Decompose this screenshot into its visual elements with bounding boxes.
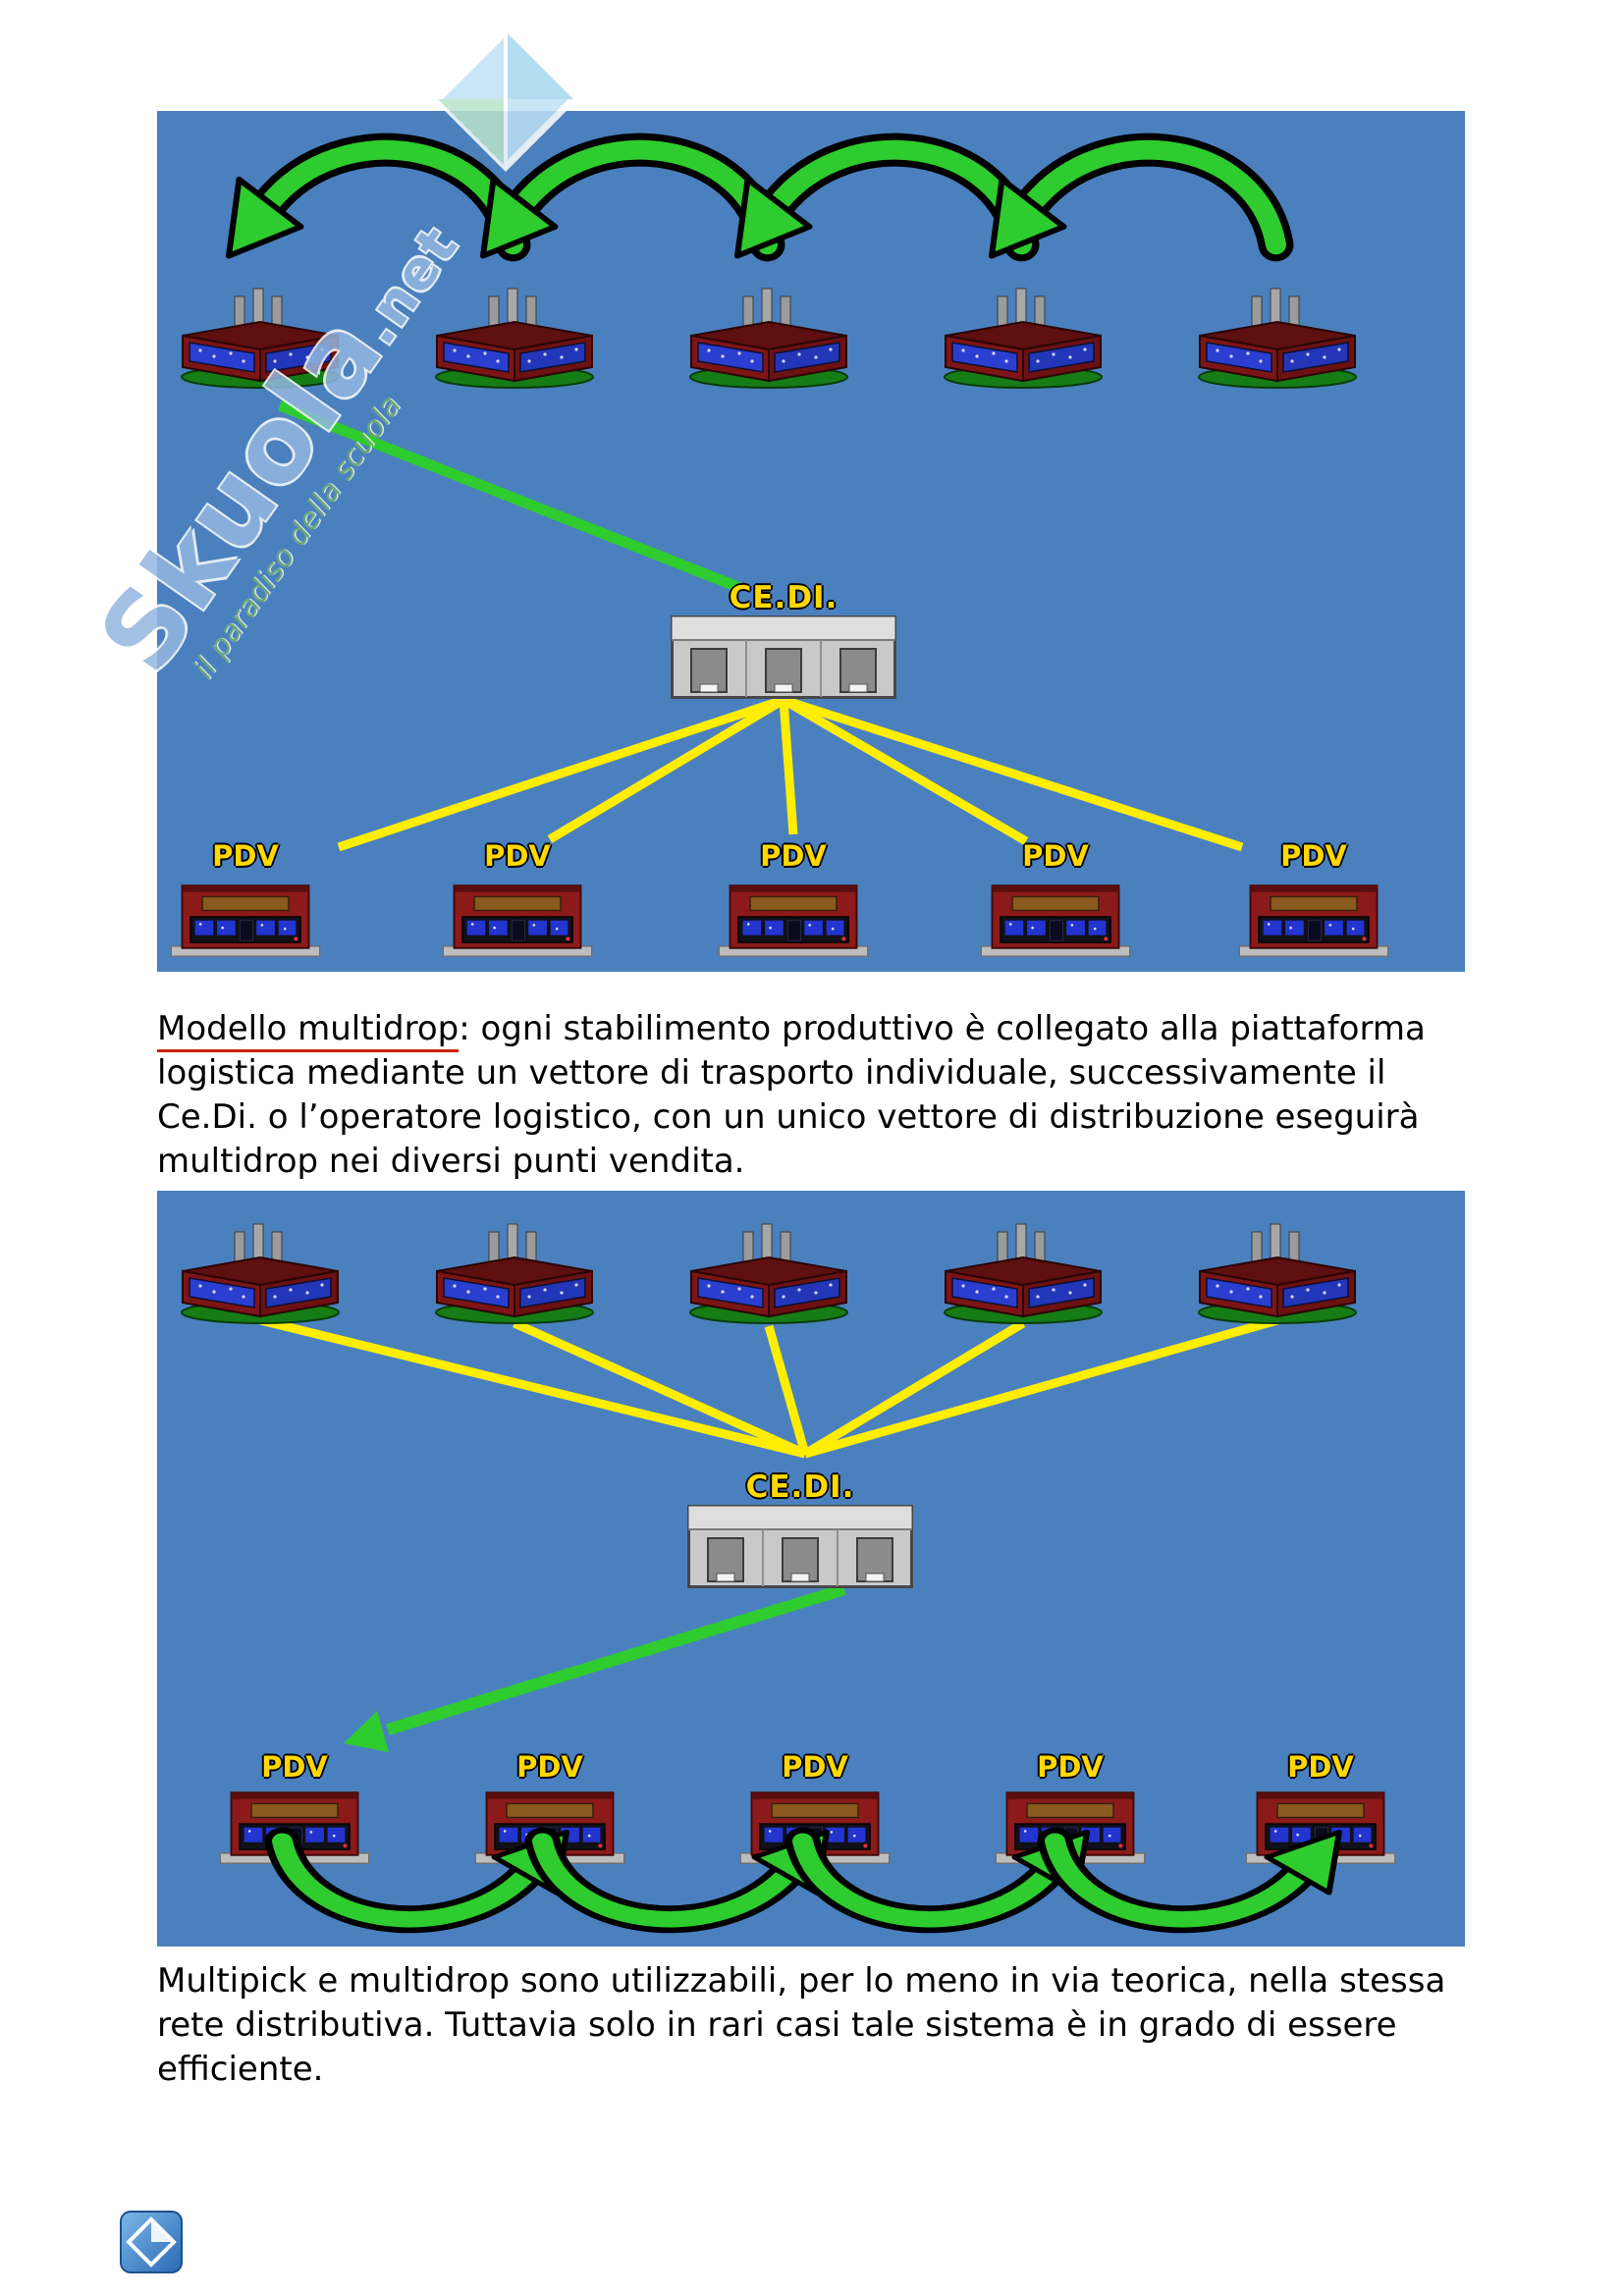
factory-icon [689,1223,848,1324]
multipick-routes-layer [277,400,1244,852]
delivery-arrow [344,1583,846,1752]
skuola-footer-logo-icon [120,2211,183,2273]
factory-icon [435,288,594,389]
factory-icon [689,288,848,389]
factory-icon [435,1223,594,1324]
multidrop-term: Modello multidrop [157,1009,460,1052]
pdv-store-icon [718,884,869,958]
diagram-multipick-panel: CE.DI. PDV PDV PDV PDV PDV [157,111,1465,972]
cedi-label: CE.DI. [729,580,839,615]
pdv-store-icon [980,884,1131,958]
conclusion-paragraph: Multipick e multidrop sono utilizzabili,… [157,1961,1446,2089]
pdv-label: PDV [1280,839,1347,873]
factory-icon [181,1223,340,1324]
multidrop-hop-arrow [1033,1809,1357,1947]
diagram-multidrop-panel: CE.DI. PDV PDV PDV PDV PDV [157,1191,1465,1947]
multipick-hop-arrow [974,117,1298,284]
cedi-label: CE.DI. [745,1469,855,1505]
pdv-label: PDV [1022,839,1089,873]
pdv-label: PDV [1037,1750,1104,1784]
factory-icon [1198,1223,1357,1324]
pdv-store-icon [170,884,321,958]
factory-icon [944,1223,1103,1324]
distribution-fan-lines [337,695,1244,852]
cedi-warehouse-icon [687,1505,913,1588]
factory-icon [1198,288,1357,389]
factory-icon [181,288,340,389]
collection-fan-lines [258,1315,1279,1459]
pdv-label: PDV [1287,1750,1354,1784]
pdv-label: PDV [516,1750,583,1784]
cedi-warehouse-icon [671,615,896,699]
pdv-label: PDV [760,839,827,873]
multidrop-text: : ogni stabilimento produttivo è collega… [157,1009,1426,1181]
pickup-route-line [277,400,743,594]
multidrop-routes-layer [258,1315,1279,1752]
pdv-label: PDV [484,839,551,873]
factory-icon [944,288,1103,389]
pdv-label: PDV [212,839,279,873]
pdv-label: PDV [782,1750,848,1784]
pdv-label: PDV [261,1750,328,1784]
multidrop-description: Modello multidrop: ogni stabilimento pro… [157,1007,1473,1184]
pdv-store-icon [1238,884,1389,958]
pdv-store-icon [442,884,593,958]
